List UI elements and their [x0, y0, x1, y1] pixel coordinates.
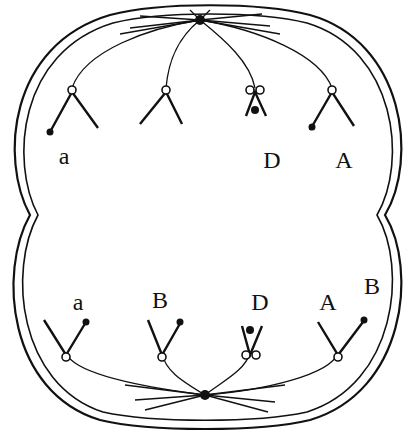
cell-membrane: [13, 5, 401, 429]
chromosomes-bottom: [44, 318, 366, 355]
gene-label: a: [59, 144, 70, 168]
chromosomes-top: [50, 92, 354, 132]
gene-label: B: [364, 274, 380, 298]
gene-label: D: [251, 290, 268, 314]
cell-inner-outline: [23, 14, 393, 420]
gene-label: a: [73, 290, 84, 314]
spindle-bottom: [66, 353, 338, 412]
gene-label: A: [319, 290, 336, 314]
spindle-top: [72, 10, 332, 88]
gene-label: D: [263, 148, 280, 172]
gene-label: B: [152, 288, 168, 312]
gene-label: A: [335, 148, 352, 172]
